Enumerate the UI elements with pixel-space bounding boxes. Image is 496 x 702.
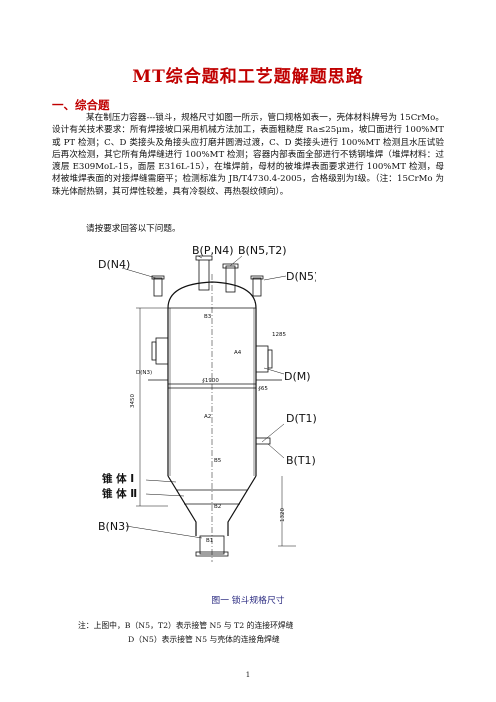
dim-height: 3450: [130, 394, 136, 408]
label-d-n3: D(N3): [136, 370, 152, 376]
page-number: 1: [245, 671, 251, 679]
dim-side: 1285: [272, 332, 286, 338]
label-cone-2: 锥 体 Ⅱ: [102, 487, 137, 500]
intro-paragraph: 某在制压力容器---锁斗，规格尺寸如图一所示，管口规格如表一，壳体材料牌号为 1…: [52, 113, 444, 197]
vessel-drawing: D(N4) B(P,N4) B(N5,T2) D(N5) D(M) D(T1) …: [98, 246, 316, 562]
label-b-p-n4: B(P,N4): [192, 246, 234, 257]
request-text: 请按要求回答以下问题。: [86, 224, 181, 234]
note-line-2: D（N5）表示接管 N5 与壳体的连接角焊缝: [128, 635, 280, 644]
label-d-n5: D(N5): [286, 270, 316, 283]
label-d-n4: D(N4): [98, 258, 130, 271]
label-phi-1900: ∮1900: [202, 378, 219, 384]
label-d-t1: D(T1): [286, 412, 316, 425]
label-b-n3: B(N3): [98, 520, 129, 533]
page-title: MT综合题和工艺题解题思路: [132, 67, 364, 87]
label-d-m: D(M): [284, 370, 311, 383]
label-b1: B1: [206, 538, 213, 544]
section-heading: 一、综合题: [52, 98, 110, 112]
label-a2: A2: [204, 414, 211, 420]
label-b5: B5: [214, 458, 222, 464]
dim-lower: 1320: [280, 508, 286, 522]
note-line-1: 注：上图中，B（N5，T2）表示接管 N5 与 T2 的连接环焊缝: [78, 621, 294, 630]
label-b-n5-t2: B(N5,T2): [238, 246, 287, 257]
label-b2: B2: [214, 504, 221, 510]
label-a4: A4: [234, 350, 242, 356]
figure-caption: 图一 锁斗规格尺寸: [211, 596, 285, 606]
label-cone-1: 锥 体 Ⅰ: [102, 472, 134, 485]
label-b-t1: B(T1): [286, 454, 316, 467]
label-phi-65: ∮65: [258, 386, 268, 392]
label-b3: B3: [204, 314, 212, 320]
